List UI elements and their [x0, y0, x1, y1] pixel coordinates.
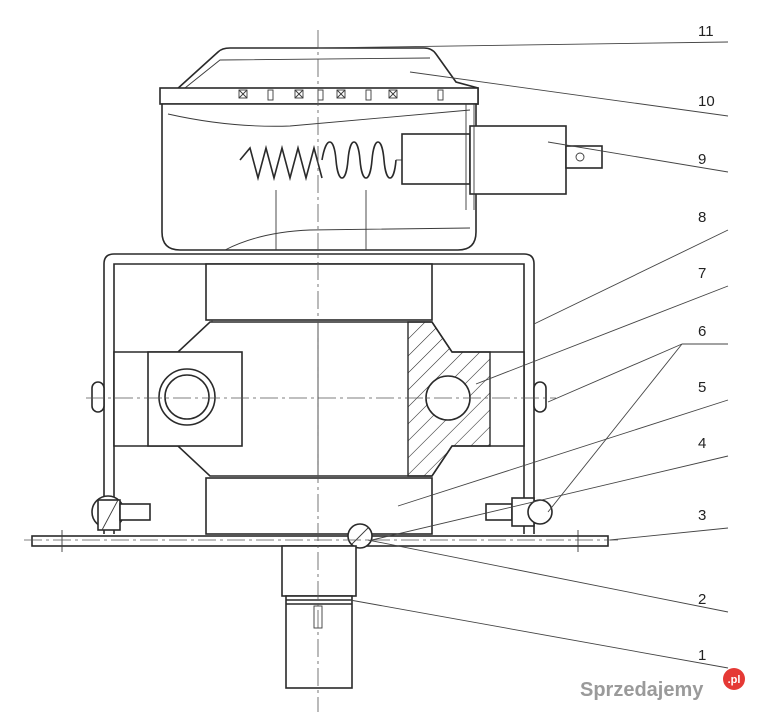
right-bolt [485, 497, 553, 527]
filter-box [159, 47, 603, 251]
callout-8: 8 [698, 209, 706, 226]
watermark-badge [723, 668, 745, 690]
filter-box-body [161, 103, 477, 251]
callout-2: 2 [698, 591, 706, 608]
callout-labels: 11 10 9 8 7 6 5 4 3 2 1 [698, 23, 715, 664]
lid-inner-edge [169, 57, 431, 101]
callout-6: 6 [698, 323, 706, 340]
callout-3: 3 [698, 507, 706, 524]
upper-magnet [205, 263, 433, 321]
capacitor-sleeve [469, 125, 567, 195]
antenna-base [281, 545, 357, 597]
callout-9: 9 [698, 151, 706, 168]
lower-magnet [205, 477, 433, 535]
leader-lines [317, 41, 729, 669]
right-boss [533, 381, 547, 413]
antenna-cap [285, 595, 353, 689]
callout-11: 11 [698, 23, 714, 40]
left-boss [91, 381, 105, 413]
box-top-contour [167, 109, 471, 127]
magnet-frame [91, 253, 547, 535]
left-bolt [91, 495, 151, 531]
left-cooling-block [147, 351, 243, 447]
left-port-outer [158, 368, 216, 426]
watermark: Sprzedajemy .pl [580, 668, 745, 701]
capacitor-body [401, 133, 471, 185]
box-body-contour [224, 227, 471, 251]
callout-5: 5 [698, 379, 706, 396]
callout-4: 4 [698, 435, 706, 452]
callout-1: 1 [698, 647, 706, 664]
mounting-plate [31, 495, 609, 552]
left-port-inner [164, 374, 210, 420]
watermark-text: Sprzedajemy [580, 679, 704, 701]
callout-10: 10 [698, 93, 715, 110]
vent-slots [238, 89, 444, 101]
frame-outer [103, 253, 535, 534]
plate [31, 535, 609, 547]
feedthrough-capacitor [401, 104, 603, 210]
watermark-badge-text: .pl [728, 674, 741, 686]
antenna [281, 545, 357, 689]
callout-7: 7 [698, 265, 706, 282]
